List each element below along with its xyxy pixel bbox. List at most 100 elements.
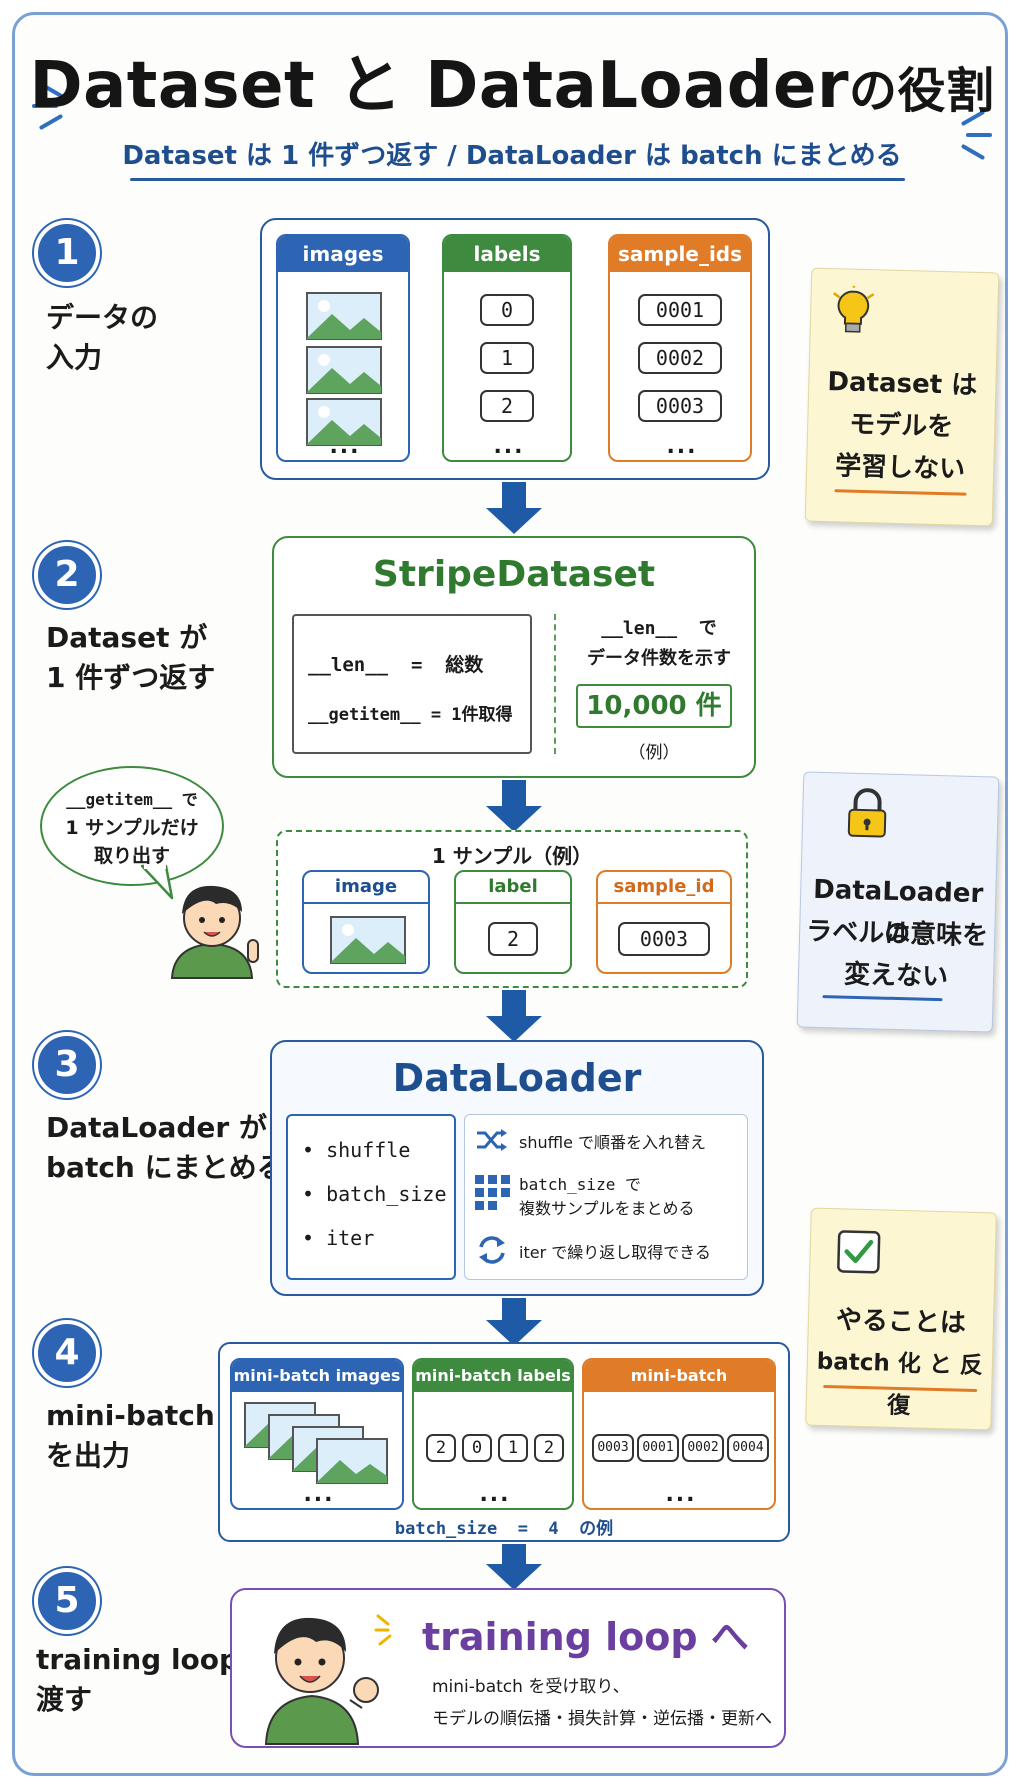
param-iter: • iter xyxy=(302,1226,375,1250)
images-panel: images ... xyxy=(276,234,410,462)
sample-ids-header: sample_ids xyxy=(610,236,750,272)
title-accent xyxy=(966,133,992,137)
stacked-images-icon xyxy=(244,1402,388,1484)
step-3-label: DataLoader が batch にまとめる xyxy=(46,1111,285,1184)
mini-batch-id-cell: 0002 xyxy=(682,1434,724,1462)
mini-batch-ids-ellipsis: ... xyxy=(665,1482,697,1507)
page-subtitle: Dataset は 1 件ずつ返す / DataLoader は batch に… xyxy=(122,141,902,171)
dataloader-desc-panel: shuffle で順番を入れ替え batch_size で 複数サンプルをまとめ… xyxy=(464,1114,748,1280)
step-1-number: 1 xyxy=(34,220,100,286)
label-cell: 0 xyxy=(480,294,534,326)
lock-icon xyxy=(847,788,887,838)
batch-size-caption: batch_size = 4 の例 xyxy=(394,1519,614,1539)
note-1-line-1: Dataset は xyxy=(827,367,978,401)
flow-arrow xyxy=(486,1544,542,1590)
lightbulb-icon xyxy=(832,285,875,333)
param-batch-size: • batch_size xyxy=(302,1182,447,1206)
dataloader-box: DataLoader • shuffle • batch_size • iter… xyxy=(270,1040,764,1296)
boy-cheering-icon xyxy=(264,1617,379,1745)
note-2-line-2: ラベルの意味を xyxy=(805,916,989,952)
dataloader-params-panel: • shuffle • batch_size • iter xyxy=(286,1114,456,1280)
note-3-line-1: やることは xyxy=(835,1305,967,1339)
note-1-line-3: 学習しない xyxy=(834,451,966,485)
flow-arrow xyxy=(486,1298,542,1346)
sample-ids-panel: sample_ids 0001 0002 0003 ... xyxy=(608,234,752,462)
note-dataset-no-training: Dataset は モデルを 学習しない xyxy=(804,267,1000,527)
subtitle-underline xyxy=(130,178,905,181)
sample-id-cell: 0003 xyxy=(638,390,722,422)
sample-id-header: sample_id xyxy=(598,872,730,904)
getitem-line: __getitem__ = 1件取得 xyxy=(308,705,513,725)
note-1-underline xyxy=(834,489,967,496)
sample-label-header: label xyxy=(456,872,570,904)
title-suffix: の役割 xyxy=(849,63,995,119)
iter-description: iter で繰り返し取得できる xyxy=(519,1243,711,1262)
getitem-speech-bubble: __getitem__ で 1 サンプルだけ 取り出す xyxy=(40,766,224,886)
shuffle-description: shuffle で順番を入れ替え xyxy=(519,1133,707,1152)
sample-label-panel: label 2 xyxy=(454,870,572,974)
labels-panel: labels 0 1 2 ... xyxy=(442,234,572,462)
label-cell: 1 xyxy=(480,342,534,374)
checkbox-icon xyxy=(837,1230,881,1274)
dataloader-title: DataLoader xyxy=(392,1056,642,1100)
mini-batch-images-panel: mini-batch images ... xyxy=(230,1358,404,1510)
mini-batch-label-cell: 1 xyxy=(498,1434,528,1462)
bubble-line-3: 取り出す xyxy=(93,845,170,867)
bubble-tail-icon xyxy=(140,864,174,900)
image-thumbnail-icon xyxy=(306,398,382,446)
labels-header: labels xyxy=(444,236,570,272)
step-2-label: Dataset が 1 件ずつ返す xyxy=(46,621,216,694)
sample-id-value: 0003 xyxy=(618,922,710,956)
step-5-number: 5 xyxy=(34,1568,100,1634)
dataset-count-example: （例） xyxy=(628,743,680,763)
sample-image-panel: image xyxy=(302,870,430,974)
image-thumbnail-icon xyxy=(330,916,406,964)
images-ellipsis: ... xyxy=(329,434,361,459)
page-title: Dataset と DataLoaderの役割 xyxy=(0,34,1024,126)
len-side-note-2: データ件数を示す xyxy=(587,648,731,669)
shuffle-icon xyxy=(477,1129,507,1151)
dataset-divider xyxy=(554,614,556,754)
title-main: Dataset と DataLoader xyxy=(29,49,850,123)
step-3-number: 3 xyxy=(34,1032,100,1098)
stripe-dataset-box: StripeDataset __len__ = 総数 __getitem__ =… xyxy=(272,536,756,778)
mini-batch-ids-panel: mini-batch sample_ids 0003 0001 0002 000… xyxy=(582,1358,776,1510)
note-batching-iteration: やることは batch 化 と 反復 xyxy=(805,1207,997,1431)
labels-ellipsis: ... xyxy=(493,434,525,459)
training-loop-title: training loop へ xyxy=(422,1615,749,1659)
flow-arrow xyxy=(486,482,542,534)
training-loop-line-1: mini-batch を受け取り、 xyxy=(432,1677,630,1697)
step-4-label: mini-batch を出力 xyxy=(46,1399,215,1472)
repeat-icon xyxy=(479,1236,505,1264)
step-4-number: 4 xyxy=(34,1320,100,1386)
batch-grid-icon xyxy=(475,1175,510,1210)
sample-image-header: image xyxy=(304,872,428,904)
mini-batch-id-cell: 0003 xyxy=(592,1434,634,1462)
dataset-title: StripeDataset xyxy=(372,554,656,595)
single-sample-title: 1 サンプル（例） xyxy=(431,844,593,868)
mini-batch-labels-header: mini-batch labels xyxy=(414,1360,572,1392)
mini-batch-label-cell: 2 xyxy=(426,1434,456,1462)
mini-batch-label-cell: 2 xyxy=(534,1434,564,1462)
mini-batch-labels-ellipsis: ... xyxy=(479,1482,511,1507)
step-1-label: データの 入力 xyxy=(46,301,159,374)
excitement-lines-icon xyxy=(374,1614,392,1646)
flow-arrow xyxy=(486,990,542,1042)
note-2-line-3: 変えない xyxy=(843,959,949,993)
sample-id-panel: sample_id 0003 xyxy=(596,870,732,974)
note-1-line-2: モデルを xyxy=(848,409,954,443)
param-shuffle: • shuffle xyxy=(302,1138,411,1162)
sample-ids-ellipsis: ... xyxy=(666,434,698,459)
batch-size-description-1: batch_size で xyxy=(519,1175,641,1194)
len-side-note-1: __len__ で xyxy=(601,618,717,639)
images-header: images xyxy=(278,236,408,272)
boy-pointing-icon xyxy=(170,885,259,979)
note-dataloader-labels: DataLoader は ラベルの意味を 変えない xyxy=(796,771,1000,1033)
mini-batch-label-cell: 0 xyxy=(462,1434,492,1462)
training-loop-box: training loop へ mini-batch を受け取り、 モデルの順伝… xyxy=(230,1588,786,1748)
single-sample-box: 1 サンプル（例） image label 2 sample_id 0003 xyxy=(276,830,748,988)
flow-arrow xyxy=(486,780,542,832)
bubble-line-1: __getitem__ で xyxy=(66,790,198,809)
mini-batch-box: mini-batch images ... mini-batch labels … xyxy=(218,1342,790,1542)
dataset-methods-panel: __len__ = 総数 __getitem__ = 1件取得 xyxy=(292,614,532,754)
